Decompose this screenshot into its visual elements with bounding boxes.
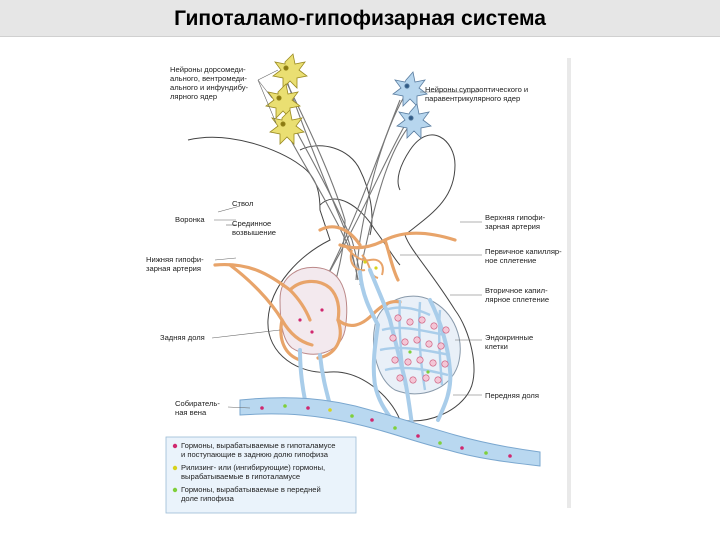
label-lower-artery: Нижняя гипофи- зарная артерия	[146, 255, 206, 273]
nucleus	[283, 65, 289, 71]
nucleus	[408, 115, 414, 121]
label-neurons-right: Нейроны супраоптического и паравентрикул…	[425, 85, 530, 103]
label-funnel: Воронка	[175, 215, 205, 224]
legend-swatch	[172, 443, 178, 449]
label-primary-plexus: Первичное капилляр- ное сплетение	[485, 247, 564, 265]
svg-text:Гормоны, вырабатываемые в пере: Гормоны, вырабатываемые в передней доле …	[181, 485, 323, 503]
label-endocrine-cells: Эндокринные клетки	[485, 333, 535, 351]
label-collecting-vein: Собиратель- ная вена	[175, 399, 222, 417]
pituitary-outline	[187, 134, 475, 422]
collecting-vein	[239, 397, 541, 467]
legend-item: Рилизинг- или (ингибирующие) гормоны, вы…	[172, 463, 327, 481]
neurons-yellow	[265, 53, 308, 145]
portal-vein	[368, 268, 392, 322]
neuron	[396, 103, 432, 139]
neuron	[272, 53, 308, 89]
neuron	[392, 71, 428, 107]
legend-swatch	[172, 465, 178, 471]
hormone-dots	[260, 260, 512, 458]
label-stem: Ствол	[232, 199, 253, 208]
label-median-eminence: Срединное возвышение	[232, 219, 276, 237]
third-ventricle-outline	[299, 145, 373, 236]
legend-item: Гормоны, вырабатываемые в передней доле …	[172, 485, 323, 503]
label-posterior-lobe: Задняя доля	[160, 333, 205, 342]
legend-swatch	[172, 487, 178, 493]
page-title: Гипоталамо-гипофизарная система	[174, 7, 546, 30]
label-neurons-left: Нейроны дорсомеди- ального, вентромеди- …	[170, 65, 250, 101]
label-upper-artery: Верхняя гипофи- зарная артерия	[485, 213, 547, 231]
endocrine-cells	[389, 314, 450, 384]
nucleus	[404, 83, 410, 89]
leader-lines	[211, 69, 482, 409]
nucleus	[280, 121, 286, 127]
median-eminence-outline	[319, 198, 401, 266]
scale-bar	[567, 58, 571, 508]
svg-text:Гормоны, вырабатываемые в гипо: Гормоны, вырабатываемые в гипоталамусе и…	[181, 441, 338, 459]
legend-box	[165, 436, 357, 514]
legend-item: Гормоны, вырабатываемые в гипоталамусе и…	[172, 441, 338, 459]
title-bar	[0, 0, 720, 37]
label-anterior-lobe: Передняя доля	[485, 391, 539, 400]
arteries	[213, 225, 457, 362]
nucleus	[276, 95, 282, 101]
neuron	[269, 109, 305, 145]
svg-text:Рилизинг- или (ингибирующие) г: Рилизинг- или (ингибирующие) гормоны, вы…	[181, 463, 327, 481]
label-secondary-plexus: Вторичное капил- лярное сплетение	[485, 286, 550, 304]
neurons-blue	[392, 71, 432, 139]
neuron	[265, 83, 301, 119]
